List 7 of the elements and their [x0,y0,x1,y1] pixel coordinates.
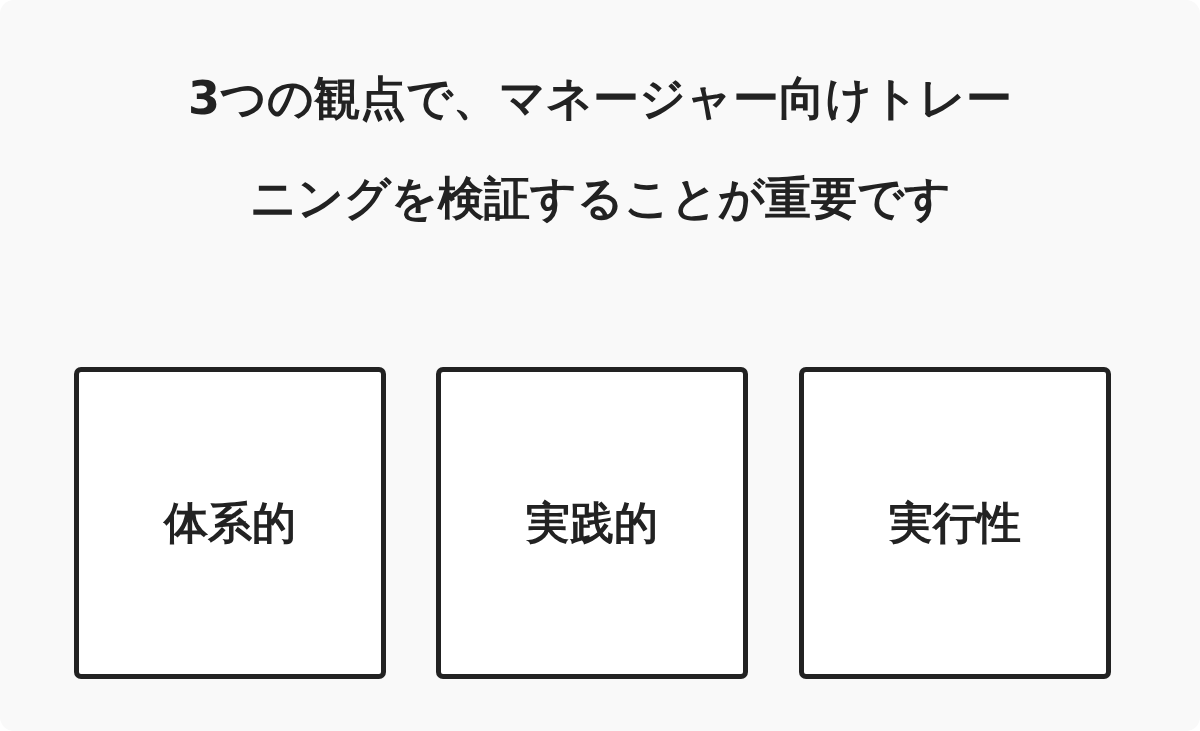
box-label: 実行性 [889,495,1021,550]
box-label: 体系的 [164,495,296,550]
title: 3つの観点で、マネージャー向けトレーニングを検証することが重要です [187,70,1013,227]
text-box [436,367,748,679]
text-box [74,367,386,679]
text-box [799,367,1111,679]
box-label: 実践的 [526,495,658,550]
